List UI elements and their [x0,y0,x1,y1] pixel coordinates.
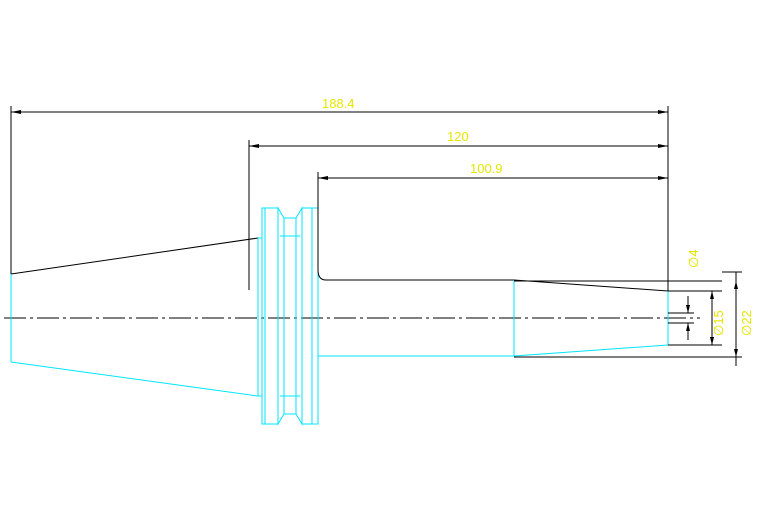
dim-label-tip: ∅22 [739,310,754,336]
dimension-overall-length: 188.4 [10,96,669,291]
dim-label-bore: ∅4 [686,249,701,268]
taper-cone [10,237,259,397]
shank [317,269,515,357]
dimension-diameter-tip: ∅22 [722,271,754,366]
dimension-shank-length: 100.9 [317,161,668,270]
dimension-length-from-flange: 120 [248,129,668,290]
collet-nose [513,279,742,358]
flange [258,206,319,426]
dim-label-flange: 120 [447,129,469,144]
dim-label-overall: 188.4 [322,96,355,111]
dimension-diameter-bore: ∅4 [668,249,701,340]
dim-label-mid: ∅15 [711,310,726,336]
dim-label-shank: 100.9 [470,161,503,176]
dimension-diameter-mid: ∅15 [668,290,726,346]
